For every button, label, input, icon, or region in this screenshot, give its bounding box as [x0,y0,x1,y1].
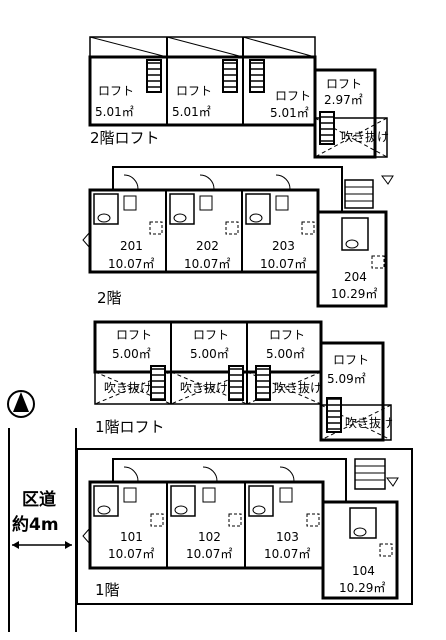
north-arrow-icon [7,390,35,418]
loft1-void-2: 吹き抜け [180,381,228,395]
room-102-area: 10.07㎡ [186,547,232,561]
room-202-number: 202 [196,239,219,253]
room-103-area: 10.07㎡ [264,547,310,561]
floor1-label: 1階 [95,581,120,599]
room-104-area: 10.29㎡ [339,581,385,595]
loft1-room3-name: ロフト [269,328,305,342]
loft2-plan [88,36,388,159]
loft2-room3-area: 5.01㎡ [270,106,309,120]
loft1-room1-name: ロフト [116,328,152,342]
room-202-area: 10.07㎡ [184,257,230,271]
loft1-room3-area: 5.00㎡ [266,347,305,361]
loft1-room2-area: 5.00㎡ [190,347,229,361]
room-204-area: 10.29㎡ [331,287,377,301]
loft1-room2-name: ロフト [193,328,229,342]
loft2-void: 吹き抜け [341,130,389,144]
room-101-number: 101 [120,530,143,544]
loft1-room4-area: 5.09㎡ [327,372,366,386]
room-201-number: 201 [120,239,143,253]
road-lines [8,428,77,632]
floor2-plan [82,166,394,308]
loft1-void-3: 吹き抜け [274,381,322,395]
room-102-number: 102 [198,530,221,544]
loft2-room1-area: 5.01㎡ [95,105,134,119]
road-label-name: 区道 [22,489,56,510]
loft2-room4-area: 2.97㎡ [324,93,363,107]
loft1-room1-area: 5.00㎡ [112,347,151,361]
room-201-area: 10.07㎡ [108,257,154,271]
room-203-number: 203 [272,239,295,253]
room-204-number: 204 [344,270,367,284]
loft2-room3-name: ロフト [275,89,311,103]
loft2-room2-name: ロフト [176,84,212,98]
loft1-room4-name: ロフト [333,353,369,367]
room-101-area: 10.07㎡ [108,547,154,561]
floor2-label: 2階 [97,289,122,307]
loft2-room4-name: ロフト [326,77,362,91]
loft1-plan [93,320,392,442]
road-label-width: 約4m [12,514,59,535]
loft2-room2-area: 5.01㎡ [172,105,211,119]
room-104-number: 104 [352,564,375,578]
loft1-floor-label: 1階ロフト [95,418,165,436]
loft1-void-1: 吹き抜け [104,381,152,395]
loft2-room1-name: ロフト [98,84,134,98]
room-203-area: 10.07㎡ [260,257,306,271]
loft2-floor-label: 2階ロフト [90,129,160,147]
room-103-number: 103 [276,530,299,544]
loft1-void-4: 吹き抜け [345,416,393,430]
